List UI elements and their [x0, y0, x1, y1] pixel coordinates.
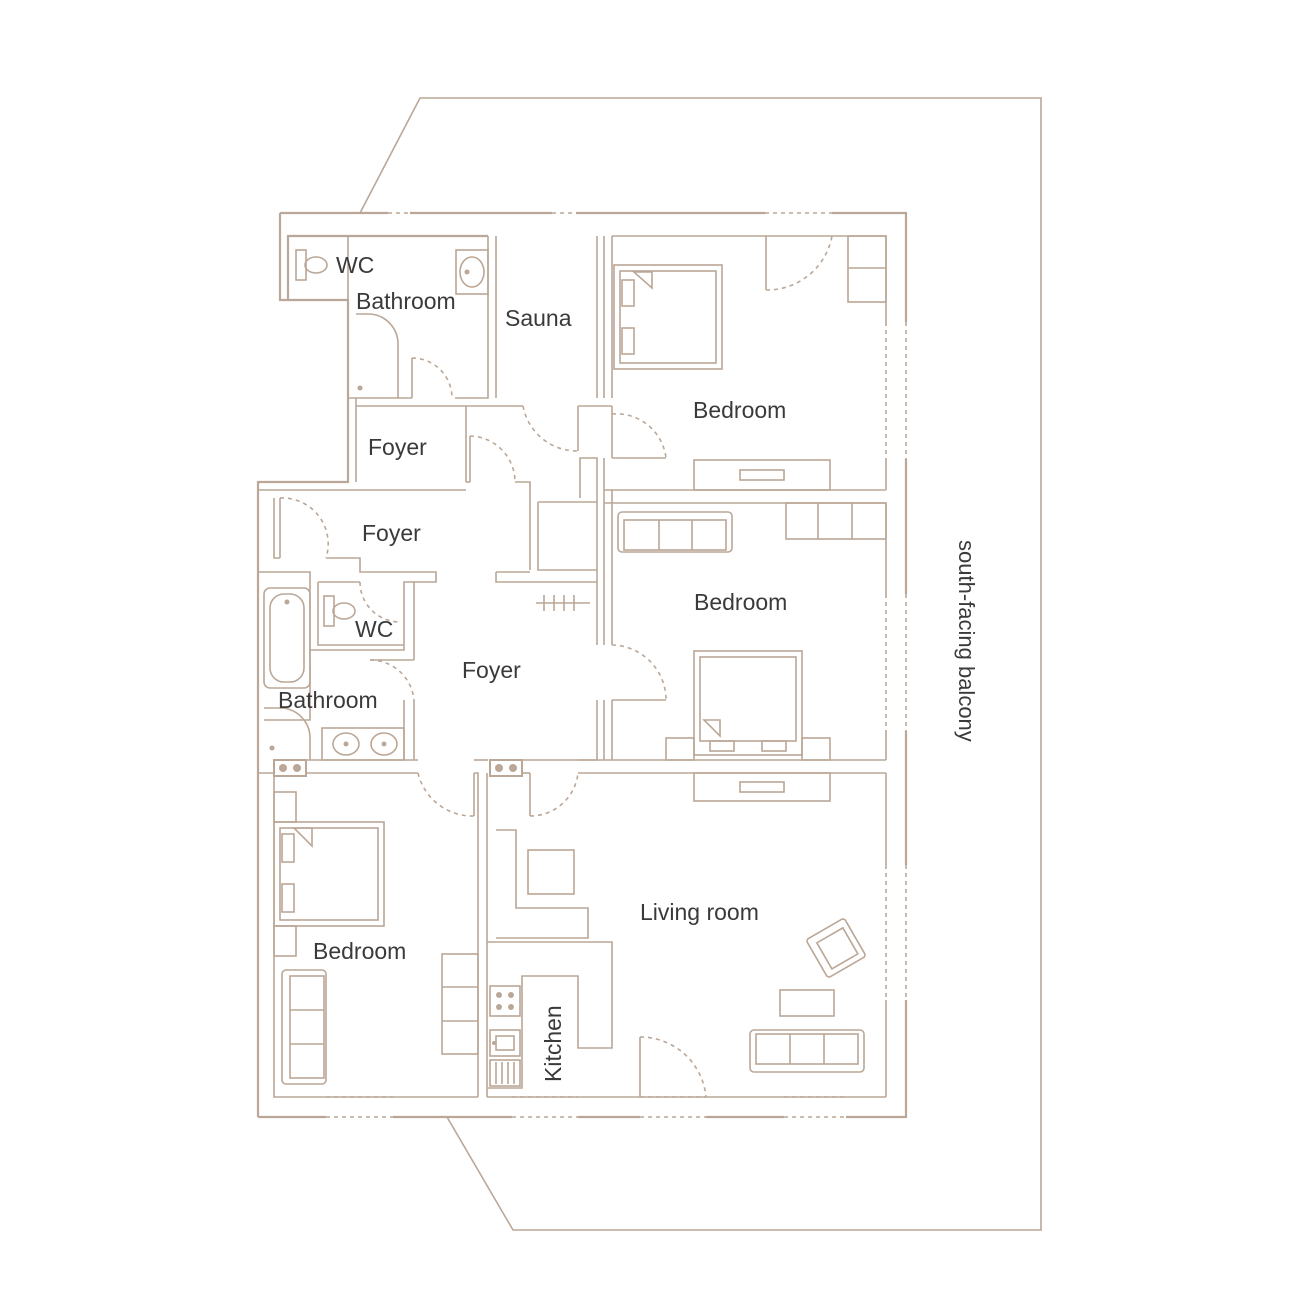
balcony-label: south-facing balcony [954, 540, 979, 742]
room-label-bathroom-top: Bathroom [356, 288, 456, 314]
vent-icon [273, 759, 307, 777]
bed-icon [613, 264, 723, 370]
washbasin-icon [455, 249, 489, 295]
interior-walls [258, 236, 886, 1098]
room-label-bedroom-sw: Bedroom [313, 938, 406, 964]
wardrobe-icon [785, 502, 887, 540]
bathtub-icon [263, 587, 311, 689]
room-label-bedroom-ne: Bedroom [693, 397, 786, 423]
room-label-living-room: Living room [640, 899, 759, 925]
dishwasher-icon [489, 1059, 521, 1087]
room-labels: WC Bathroom Sauna Bedroom Foyer Foyer Be… [278, 252, 979, 1082]
armchair-icon [806, 918, 866, 978]
bed-icon [665, 650, 831, 761]
toilet-icon [323, 595, 356, 627]
toilet-icon [295, 249, 328, 281]
room-label-foyer-middle: Foyer [362, 520, 421, 546]
room-label-kitchen: Kitchen [540, 1005, 566, 1082]
wardrobe-icon [847, 235, 887, 303]
room-label-sauna: Sauna [505, 305, 572, 331]
sofa-icon [749, 1029, 865, 1073]
double-washbasin-icon [321, 727, 405, 761]
outer-walls [256, 211, 908, 1119]
sink-icon [489, 1029, 521, 1057]
wardrobe-icon [441, 953, 479, 1055]
shower-icon [356, 313, 399, 398]
bed-icon [273, 791, 385, 957]
stove-icon [489, 985, 521, 1017]
sofa-icon [281, 969, 327, 1085]
vent-icon [489, 759, 523, 777]
balcony-outline [359, 97, 1042, 1231]
tv-unit-icon [693, 459, 831, 491]
room-label-foyer-upper: Foyer [368, 434, 427, 460]
room-label-wc-top: WC [336, 252, 374, 278]
shower-icon [264, 707, 311, 760]
doors [279, 235, 833, 1098]
coat-rack-icon [536, 595, 590, 611]
windows [326, 212, 907, 1118]
room-label-wc-lower: WC [355, 616, 393, 642]
kitchen-counter [487, 829, 613, 1089]
coffee-table-icon [779, 989, 835, 1017]
sofa-icon [617, 511, 733, 553]
room-label-bedroom-e: Bedroom [694, 589, 787, 615]
room-label-foyer-lower: Foyer [462, 657, 521, 683]
tv-unit-icon [693, 772, 831, 802]
room-label-bathroom-lower: Bathroom [278, 687, 378, 713]
